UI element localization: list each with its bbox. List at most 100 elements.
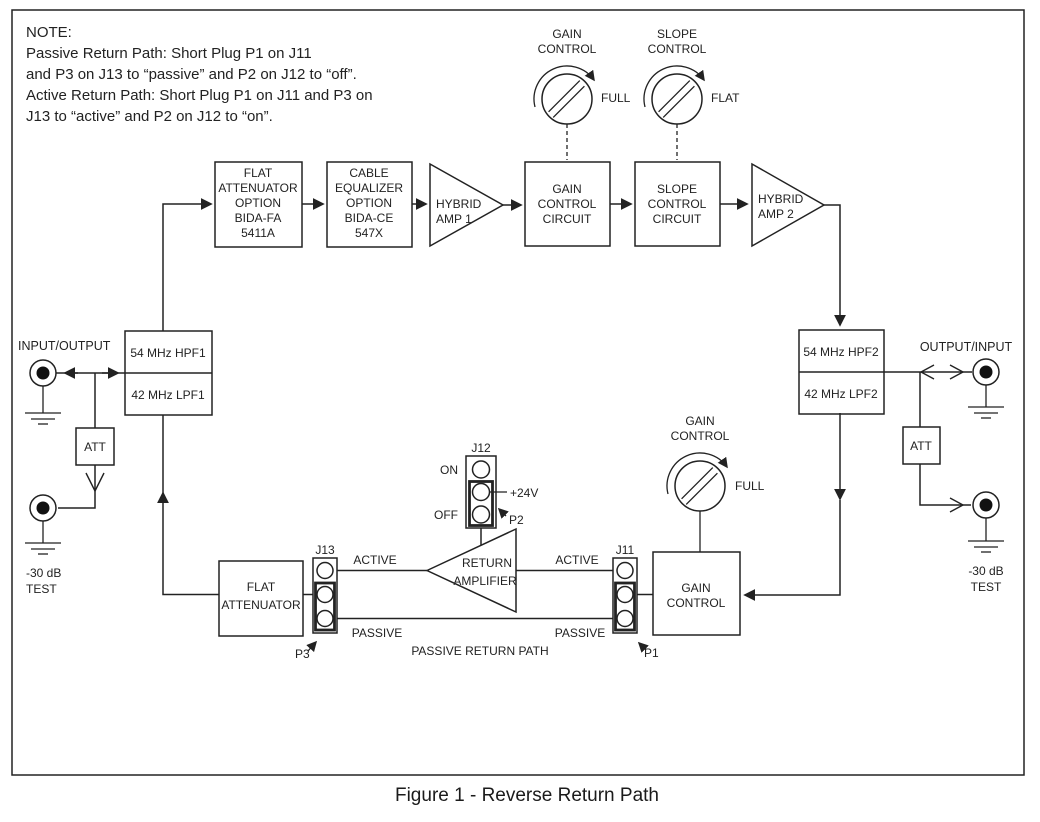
figure-caption: Figure 1 - Reverse Return Path bbox=[395, 785, 659, 806]
svg-text:AMP 1: AMP 1 bbox=[436, 212, 472, 226]
svg-text:OPTION: OPTION bbox=[235, 196, 281, 210]
supply-label: +24V bbox=[510, 486, 538, 500]
svg-text:FLAT: FLAT bbox=[244, 166, 273, 180]
arrow-left-icon bbox=[919, 364, 935, 380]
passive-label: PASSIVE bbox=[555, 626, 605, 640]
jumper-pin bbox=[471, 505, 491, 524]
knob-setting: FLAT bbox=[711, 91, 740, 105]
svg-text:GAIN: GAIN bbox=[681, 581, 710, 595]
knob-label: SLOPE bbox=[657, 27, 697, 41]
svg-text:CIRCUIT: CIRCUIT bbox=[543, 212, 592, 226]
return-riser-wire bbox=[157, 491, 219, 596]
arrow-right-icon bbox=[949, 497, 965, 513]
on-label: ON bbox=[440, 463, 458, 477]
jumper-pin bbox=[616, 609, 634, 628]
att-label: ATT bbox=[84, 440, 106, 454]
pointer-arrow-icon bbox=[306, 640, 318, 653]
lpf1-label: 42 MHz LPF1 bbox=[131, 388, 205, 402]
passive-return-path-label: PASSIVE RETURN PATH bbox=[411, 644, 548, 658]
knob-setting: FULL bbox=[601, 91, 631, 105]
shorting-plug bbox=[614, 581, 636, 632]
note-line: Passive Return Path: Short Plug P1 on J1… bbox=[26, 45, 312, 62]
gain-control-block: GAIN CONTROL bbox=[652, 551, 741, 636]
test-port-label: TEST bbox=[26, 582, 57, 596]
gain-control-circuit-block: GAIN CONTROL CIRCUIT bbox=[524, 161, 611, 247]
svg-text:CABLE: CABLE bbox=[349, 166, 388, 180]
svg-text:BIDA-FA: BIDA-FA bbox=[235, 211, 282, 225]
port-label: OUTPUT/INPUT bbox=[920, 340, 1013, 354]
jumper-name: J13 bbox=[315, 543, 335, 557]
svg-text:HYBRID: HYBRID bbox=[758, 192, 804, 206]
ground-icon bbox=[968, 518, 1004, 553]
knob-icon bbox=[541, 73, 593, 125]
hpf2-label: 54 MHz HPF2 bbox=[803, 345, 879, 359]
hybrid-amp-1: HYBRID AMP 1 bbox=[429, 162, 505, 248]
svg-text:OPTION: OPTION bbox=[346, 196, 392, 210]
plug-label: P1 bbox=[644, 646, 659, 660]
svg-text:CONTROL: CONTROL bbox=[648, 197, 707, 211]
attenuator-pad-block bbox=[902, 426, 941, 465]
svg-text:SLOPE: SLOPE bbox=[657, 182, 697, 196]
shorting-plug bbox=[314, 581, 336, 632]
flat-attenuator-block: FLAT ATTENUATOR bbox=[218, 560, 304, 637]
amplifier-triangle-icon bbox=[751, 162, 826, 248]
active-label: ACTIVE bbox=[555, 553, 598, 567]
knob-label: GAIN bbox=[685, 414, 714, 428]
knob-label: CONTROL bbox=[538, 42, 597, 56]
knob-icon bbox=[651, 73, 703, 125]
wire bbox=[919, 464, 971, 506]
hpf1-label: 54 MHz HPF1 bbox=[130, 346, 206, 360]
arrow-down-icon bbox=[85, 472, 105, 493]
ground-icon bbox=[25, 521, 61, 555]
jumper-j12: J12 ON OFF +24V P2 bbox=[434, 441, 538, 545]
cable-equalizer-option-block: CABLE EQUALIZER OPTION BIDA-CE 547X bbox=[326, 161, 413, 248]
test-port-label: -30 dB bbox=[968, 564, 1003, 578]
knob-setting: FULL bbox=[735, 479, 765, 493]
knob-label: CONTROL bbox=[671, 429, 730, 443]
jumper-pin bbox=[471, 460, 491, 479]
svg-text:ATTENUATOR: ATTENUATOR bbox=[218, 181, 298, 195]
active-label: ACTIVE bbox=[353, 553, 396, 567]
jumper-j11: J11 P1 bbox=[612, 543, 659, 660]
ground-icon bbox=[25, 386, 61, 425]
svg-text:EQUALIZER: EQUALIZER bbox=[335, 181, 403, 195]
lpf2-label: 42 MHz LPF2 bbox=[804, 387, 878, 401]
amplifier-triangle-icon bbox=[429, 162, 505, 248]
wire bbox=[162, 198, 213, 331]
pointer-arrow-icon bbox=[497, 507, 509, 519]
jumper-pin bbox=[616, 585, 634, 604]
att-label: ATT bbox=[910, 439, 932, 453]
jumper-pin bbox=[316, 561, 334, 580]
shorting-plug bbox=[468, 480, 494, 527]
note-block: NOTE: Passive Return Path: Short Plug P1… bbox=[26, 24, 373, 125]
wire bbox=[824, 204, 846, 327]
plug-label: P2 bbox=[509, 513, 524, 527]
svg-text:CONTROL: CONTROL bbox=[538, 197, 597, 211]
knob-label: GAIN bbox=[552, 27, 581, 41]
svg-text:CONTROL: CONTROL bbox=[667, 596, 726, 610]
rotation-arrow-icon bbox=[666, 452, 728, 495]
test-port-label: TEST bbox=[971, 580, 1002, 594]
slope-control-circuit-block: SLOPE CONTROL CIRCUIT bbox=[634, 161, 721, 247]
svg-text:547X: 547X bbox=[355, 226, 383, 240]
knob-label: CONTROL bbox=[648, 42, 707, 56]
pointer-arrow-icon bbox=[637, 641, 649, 653]
svg-text:AMPLIFIER: AMPLIFIER bbox=[453, 574, 517, 588]
right-io-port: 54 MHz HPF2 42 MHz LPF2 OUTPUT/INPUT ATT… bbox=[798, 329, 1013, 594]
jumper-j13: J13 P3 bbox=[295, 543, 338, 661]
jumper-pin bbox=[316, 585, 334, 604]
note-line: and P3 on J13 to “passive” and P2 on J12… bbox=[26, 66, 357, 83]
port-label: INPUT/OUTPUT bbox=[18, 339, 111, 353]
jumper-pin bbox=[616, 561, 634, 580]
note-title: NOTE: bbox=[26, 24, 72, 41]
jumper-pin bbox=[316, 609, 334, 628]
rotation-arrow-icon bbox=[643, 65, 705, 108]
svg-text:GAIN: GAIN bbox=[552, 182, 581, 196]
test-port-label: -30 dB bbox=[26, 566, 61, 580]
svg-text:5411A: 5411A bbox=[241, 226, 275, 240]
gain-control-knob-top: GAIN CONTROL FULL bbox=[533, 27, 631, 160]
arrow-right-icon bbox=[949, 364, 965, 380]
svg-text:ATTENUATOR: ATTENUATOR bbox=[221, 598, 301, 612]
